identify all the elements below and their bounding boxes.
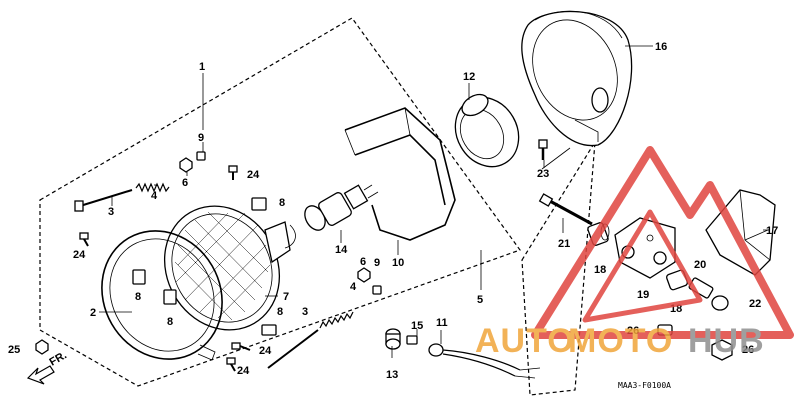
callout-24-a: 24 xyxy=(247,169,260,181)
callout-9-lower: 9 xyxy=(374,257,380,269)
spring-upper xyxy=(135,182,170,193)
nut-6-lower xyxy=(357,267,371,283)
headlight-bulb xyxy=(304,184,379,231)
automotohub-watermark: AUTO MOTO HUB xyxy=(475,146,794,360)
pivot-bolt xyxy=(538,193,593,226)
nut-22 xyxy=(711,295,729,311)
clip-8-a xyxy=(251,197,267,211)
callout-24-d: 24 xyxy=(237,365,250,377)
callout-3-upper: 3 xyxy=(108,206,114,218)
collar-9-upper xyxy=(196,151,206,161)
headlight-lens-unit xyxy=(163,205,296,331)
dust-cover xyxy=(454,93,520,168)
clip-8-d xyxy=(261,324,277,336)
adjust-screw-upper xyxy=(74,189,133,212)
clip-8-c xyxy=(163,289,177,305)
callout-24-b: 24 xyxy=(73,249,86,261)
spring-lower xyxy=(319,311,354,329)
callout-25: 25 xyxy=(8,344,20,356)
bulb-bracket xyxy=(344,107,456,241)
callout-11: 11 xyxy=(436,317,448,329)
nut-6-upper xyxy=(179,157,193,173)
watermark-text-moto: MOTO xyxy=(568,322,673,360)
callout-6-lower: 6 xyxy=(360,256,366,268)
callout-24-c: 24 xyxy=(259,345,272,357)
screw-24-d xyxy=(226,357,236,372)
callout-6-upper: 6 xyxy=(182,177,188,189)
callout-numbers: 1 2 3 4 5 6 7 8 9 10 11 12 13 14 15 16 1… xyxy=(8,41,778,381)
bulb-socket xyxy=(428,343,541,379)
callout-4-lower: 4 xyxy=(350,281,357,293)
callout-8-c: 8 xyxy=(167,316,173,328)
mount-bracket xyxy=(614,217,676,279)
leader-lines xyxy=(99,45,770,358)
callout-8-a: 8 xyxy=(279,197,285,209)
screw-24-b xyxy=(79,232,89,247)
clip-8-b xyxy=(132,269,146,285)
screw-24-a xyxy=(228,165,238,180)
callout-8-d: 8 xyxy=(277,306,283,318)
callout-8-b: 8 xyxy=(135,291,141,303)
front-direction-arrow: FR. xyxy=(26,349,69,385)
assembly-frame-main xyxy=(39,17,521,387)
collar-15 xyxy=(406,335,418,345)
nut-26-lower xyxy=(711,339,733,361)
callout-26-b: 26 xyxy=(742,344,754,356)
headlight-case xyxy=(521,10,633,147)
grommet xyxy=(385,328,401,350)
callout-22: 22 xyxy=(749,298,761,310)
callout-12: 12 xyxy=(463,71,475,83)
callout-13: 13 xyxy=(386,369,398,381)
bolt-25 xyxy=(35,339,49,355)
callout-7: 7 xyxy=(283,291,289,303)
callout-5: 5 xyxy=(477,294,483,306)
callout-21: 21 xyxy=(558,238,570,250)
front-label: FR. xyxy=(48,349,69,368)
callout-15: 15 xyxy=(411,320,423,332)
callout-4-upper: 4 xyxy=(151,190,158,202)
callout-9-upper: 9 xyxy=(198,132,204,144)
watermark-text-hub: HUB xyxy=(688,322,765,360)
callout-20: 20 xyxy=(694,259,706,271)
callout-17: 17 xyxy=(766,225,778,237)
watermark-triangle-inner xyxy=(582,209,703,323)
headlight-rim xyxy=(101,230,223,361)
callout-19: 19 xyxy=(637,289,649,301)
watermark-triangle-outer xyxy=(531,146,794,339)
callout-14: 14 xyxy=(335,244,348,256)
collar-9-lower xyxy=(372,285,382,295)
callout-2: 2 xyxy=(90,307,96,319)
callout-16: 16 xyxy=(655,41,667,53)
case-screw xyxy=(538,139,548,160)
screw-24-c xyxy=(231,342,251,351)
adjust-screw-lower xyxy=(267,329,319,369)
callout-23: 23 xyxy=(537,168,549,180)
callout-10: 10 xyxy=(392,257,404,269)
callout-3-lower: 3 xyxy=(302,306,308,318)
figure-code: MAA3-F0100A xyxy=(618,381,671,390)
assembly-frame-case xyxy=(521,141,596,396)
callout-18-a: 18 xyxy=(594,264,606,276)
watermark-text-auto: AUTO xyxy=(475,322,575,360)
callout-1: 1 xyxy=(199,61,205,73)
